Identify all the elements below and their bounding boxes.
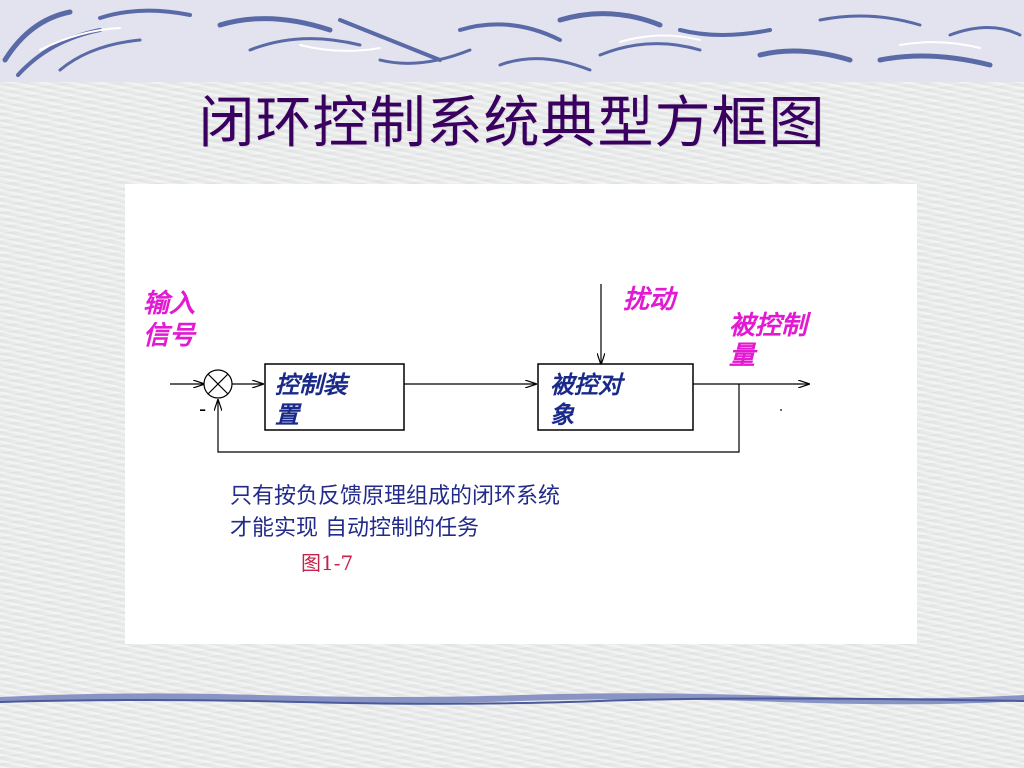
block-diagram-figure: 输入 信号 - 控制装 置 扰动 被控对 象 被控制 量 xyxy=(125,184,917,644)
controller-label-line1: 控制装 xyxy=(275,371,351,399)
feedback-path xyxy=(218,384,740,453)
controlled-output-label-line2: 量 xyxy=(729,341,758,371)
disturbance-label: 扰动 xyxy=(623,285,679,315)
caption-line1: 只有按负反馈原理组成的闭环系统 xyxy=(230,484,560,509)
controller-block xyxy=(264,363,405,431)
caption-line2: 才能实现 自动控制的任务 xyxy=(230,516,479,541)
block-diagram-svg: 输入 信号 - 控制装 置 扰动 被控对 象 被控制 量 xyxy=(143,284,812,575)
stray-dot xyxy=(780,409,782,411)
plant-block xyxy=(537,363,694,431)
plant-label-line2: 象 xyxy=(550,401,575,429)
figure-number: 图1-7 xyxy=(301,551,353,575)
slide-title: 闭环控制系统典型方框图 xyxy=(198,91,826,156)
feedback-minus-sign: - xyxy=(199,397,206,421)
input-signal-label-line2: 信号 xyxy=(143,321,197,351)
plant-label-line1: 被控对 xyxy=(550,371,626,399)
decorative-bottom-strip xyxy=(0,686,1024,716)
input-signal-label-line1: 输入 xyxy=(143,289,195,319)
summing-junction xyxy=(203,369,233,399)
controller-label-line2: 置 xyxy=(275,401,302,429)
controlled-output-label-line1: 被控制 xyxy=(729,311,812,341)
decorative-top-banner xyxy=(0,0,1024,82)
